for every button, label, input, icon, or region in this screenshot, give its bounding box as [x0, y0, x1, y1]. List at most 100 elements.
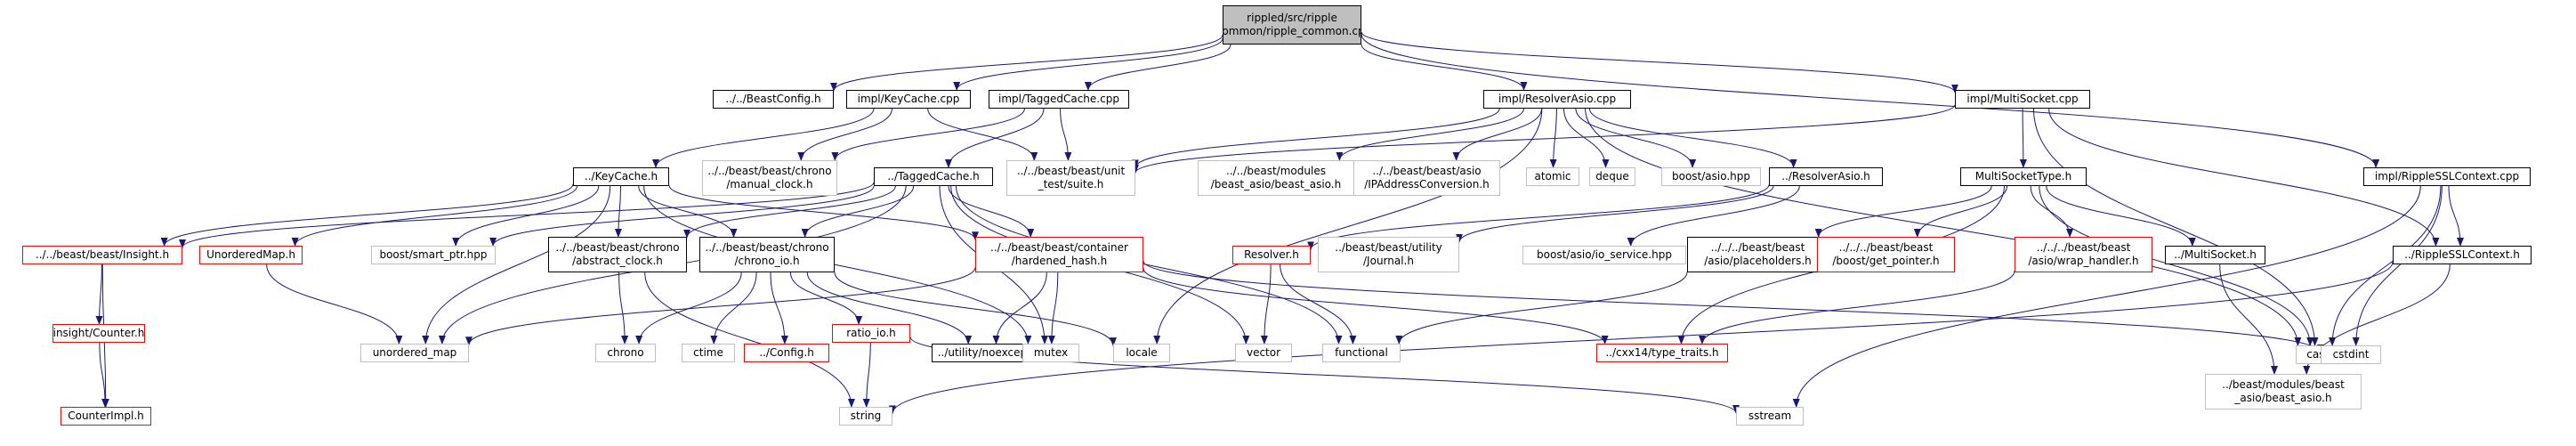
edge-placeholders-to-functional: [1395, 272, 1688, 345]
edge-keycache-cpp-to-unit-suite: [927, 108, 1038, 161]
node-sstream[interactable]: sstream: [1736, 407, 1804, 426]
node-resolver-h[interactable]: Resolver.h: [1232, 246, 1311, 264]
node-io-service[interactable]: boost/asio/io_service.hpp: [1522, 246, 1686, 264]
edge-taggedcache-h-to-smart-ptr: [489, 185, 875, 247]
node-cstdint[interactable]: cstdint: [2321, 345, 2381, 364]
node-deque[interactable]: deque: [1589, 167, 1635, 186]
edge-ripplessl-h-to-string: [889, 262, 2394, 415]
edge-insight-counter-to-counterimpl: [99, 342, 109, 408]
node-placeholders[interactable]: ../../../beast/beast /asio/placeholders.…: [1687, 237, 1829, 272]
node-boost-asio[interactable]: boost/asio.hpp: [1661, 167, 1761, 186]
node-functional[interactable]: functional: [1322, 344, 1401, 362]
edge-chrono-io-to-ratio-io: [789, 272, 863, 325]
edge-multisocket-h-to-beast-asio2: [2219, 264, 2278, 375]
edge-multisocket-cpp-to-unit-suite: [1132, 104, 1956, 174]
node-beastconfig[interactable]: ../../BeastConfig.h: [713, 90, 834, 109]
node-get-pointer[interactable]: ../../../beast/beast /boost/get_pointer.…: [1817, 237, 1955, 272]
node-resolverasio-cpp[interactable]: impl/ResolverAsio.cpp: [1483, 90, 1631, 109]
node-type-traits[interactable]: ../cxx14/type_traits.h: [1596, 344, 1728, 362]
node-ripplessl-h[interactable]: ../RippleSSLContext.h: [2393, 246, 2532, 264]
edge-resolverasio-cpp-to-resolverasio-h: [1588, 108, 1797, 168]
node-unordered-map[interactable]: unordered_map: [360, 344, 469, 362]
node-atomic[interactable]: atomic: [1526, 167, 1579, 186]
edge-keycache-cpp-to-keycache-h: [652, 108, 875, 168]
edge-multisockettype-h-to-placeholders: [1814, 185, 1992, 238]
edge-resolverasio-cpp-to-beast-asio-h: [1336, 108, 1524, 161]
node-root[interactable]: rippled/src/ripple /common/ripple_common…: [1223, 5, 1361, 45]
edge-hardened-hash-to-mutex: [1047, 272, 1059, 345]
edge-chrono-io-to-chrono: [635, 272, 742, 345]
edge-keycache-h-to-mutex: [643, 185, 1032, 345]
node-multisocket-h[interactable]: ../MultiSocket.h: [2165, 246, 2265, 264]
edge-resolverasio-h-to-io-service: [1627, 185, 1800, 247]
node-journal-h[interactable]: ../beast/beast/utility /Journal.h: [1318, 237, 1459, 272]
edge-insight-h-to-insight-counter: [95, 264, 103, 325]
edge-resolver-h-to-vector: [1260, 264, 1272, 345]
node-beast-asio-h[interactable]: ../../beast/modules /beast_asio/beast_as…: [1198, 160, 1354, 196]
node-mutex[interactable]: mutex: [1022, 344, 1079, 362]
edge-ripplessl-cpp-to-ripplessl-h: [2448, 185, 2464, 247]
edge-chrono-io-to-noexcept: [806, 272, 973, 345]
edge-hardened-hash-to-noexcept: [992, 272, 1047, 345]
edge-keycache-h-to-hardened-hash: [668, 184, 979, 241]
node-multisockettype-h[interactable]: MultiSocketType.h: [1960, 167, 2087, 186]
edge-wrap-handler-to-type-traits: [1699, 271, 2015, 345]
edge-abstract-clock-to-string: [644, 272, 855, 408]
node-locale[interactable]: locale: [1113, 344, 1170, 362]
node-insight-counter[interactable]: insight/Counter.h: [52, 324, 145, 343]
edge-resolverasio-cpp-to-unit-suite: [1132, 108, 1500, 169]
node-taggedcache-h[interactable]: ../TaggedCache.h: [874, 167, 993, 186]
node-ipaddr[interactable]: ../../beast/beast/asio /IPAddressConvers…: [1353, 160, 1500, 196]
edge-chrono-io-to-ctime: [710, 272, 757, 345]
node-wrap-handler[interactable]: ../../../beast/beast /asio/wrap_handler.…: [2015, 237, 2152, 272]
edge-keycache-h-to-unordered-map: [422, 185, 611, 345]
edge-multisocket-cpp-to-ripplessl-h: [2048, 108, 2440, 247]
edge-multisockettype-h-to-cassert: [2039, 185, 2314, 346]
edge-resolverasio-cpp-to-boost-asio: [1575, 108, 1697, 168]
node-multisocket-cpp[interactable]: impl/MultiSocket.cpp: [1955, 90, 2090, 109]
edge-ripplessl-cpp-to-cassert: [2329, 185, 2442, 346]
node-insight-h[interactable]: ../../beast/beast/Insight.h: [22, 246, 182, 264]
node-unit-suite[interactable]: ../../beast/beast/unit _test/suite.h: [1006, 160, 1135, 196]
edge-root-to-keycache-cpp: [953, 37, 1223, 91]
node-string[interactable]: string: [839, 407, 892, 426]
node-unorderedmap-h[interactable]: UnorderedMap.h: [199, 246, 303, 264]
node-counterimpl[interactable]: CounterImpl.h: [61, 407, 151, 426]
node-ctime[interactable]: ctime: [682, 344, 735, 362]
edge-abstract-clock-to-chrono: [618, 272, 629, 345]
edge-root-to-resolverasio-cpp: [1361, 44, 1528, 91]
edge-root-to-taggedcache-cpp: [1084, 44, 1231, 91]
edge-taggedcache-cpp-to-manual-clock: [831, 108, 1025, 161]
node-abstract-clock[interactable]: ../../beast/beast/chrono /abstract_clock…: [548, 237, 687, 272]
edge-keycache-h-to-smart-ptr: [452, 185, 600, 247]
node-config-h[interactable]: ../Config.h: [744, 344, 829, 362]
node-manual-clock[interactable]: ../../beast/beast/chrono /manual_clock.h: [702, 160, 837, 196]
edge-multisockettype-h-to-multisocket-h: [2046, 185, 2196, 247]
node-noexcept[interactable]: ../utility/noexcept.h: [932, 344, 1047, 362]
edge-hardened-hash-to-type-traits: [1143, 268, 1609, 345]
edge-taggedcache-cpp-to-unit-suite: [1060, 108, 1072, 161]
node-taggedcache-cpp[interactable]: impl/TaggedCache.cpp: [989, 90, 1129, 109]
edge-taggedcache-h-to-chrono-io: [801, 185, 915, 238]
edge-ripplessl-cpp-to-cstdint: [2352, 185, 2443, 346]
edge-root-to-ripplessl-cpp: [1361, 34, 2379, 168]
node-beast-asio2[interactable]: ../beast/modules/beast _asio/beast_asio.…: [2205, 374, 2362, 410]
node-hardened-hash[interactable]: ../../beast/beast/container /hardened_ha…: [975, 237, 1143, 272]
edge-resolver-h-to-functional: [1280, 264, 1357, 345]
node-ratio-io[interactable]: ratio_io.h: [832, 324, 910, 343]
edge-keycache-h-to-chrono-io: [638, 185, 738, 238]
edge-chrono-io-to-locale: [834, 272, 1117, 347]
node-ripplessl-cpp[interactable]: impl/RippleSSLContext.cpp: [2363, 167, 2531, 186]
node-chrono-io[interactable]: ../../beast/beast/chrono /chrono_io.h: [699, 237, 835, 272]
node-keycache-h[interactable]: ../KeyCache.h: [573, 167, 669, 186]
edge-keycache-h-to-abstract-clock: [614, 185, 622, 238]
node-vector[interactable]: vector: [1235, 344, 1292, 362]
edge-taggedcache-cpp-to-taggedcache-h: [945, 108, 1045, 168]
node-resolverasio-h[interactable]: ../ResolverAsio.h: [1769, 167, 1883, 186]
edge-hardened-hash-to-cstdint: [1143, 261, 2324, 353]
edge-resolverasio-cpp-to-ipaddr: [1452, 108, 1543, 161]
node-chrono[interactable]: chrono: [595, 344, 656, 362]
node-keycache-cpp[interactable]: impl/KeyCache.cpp: [846, 90, 971, 109]
node-smart-ptr[interactable]: boost/smart_ptr.hpp: [371, 246, 496, 264]
